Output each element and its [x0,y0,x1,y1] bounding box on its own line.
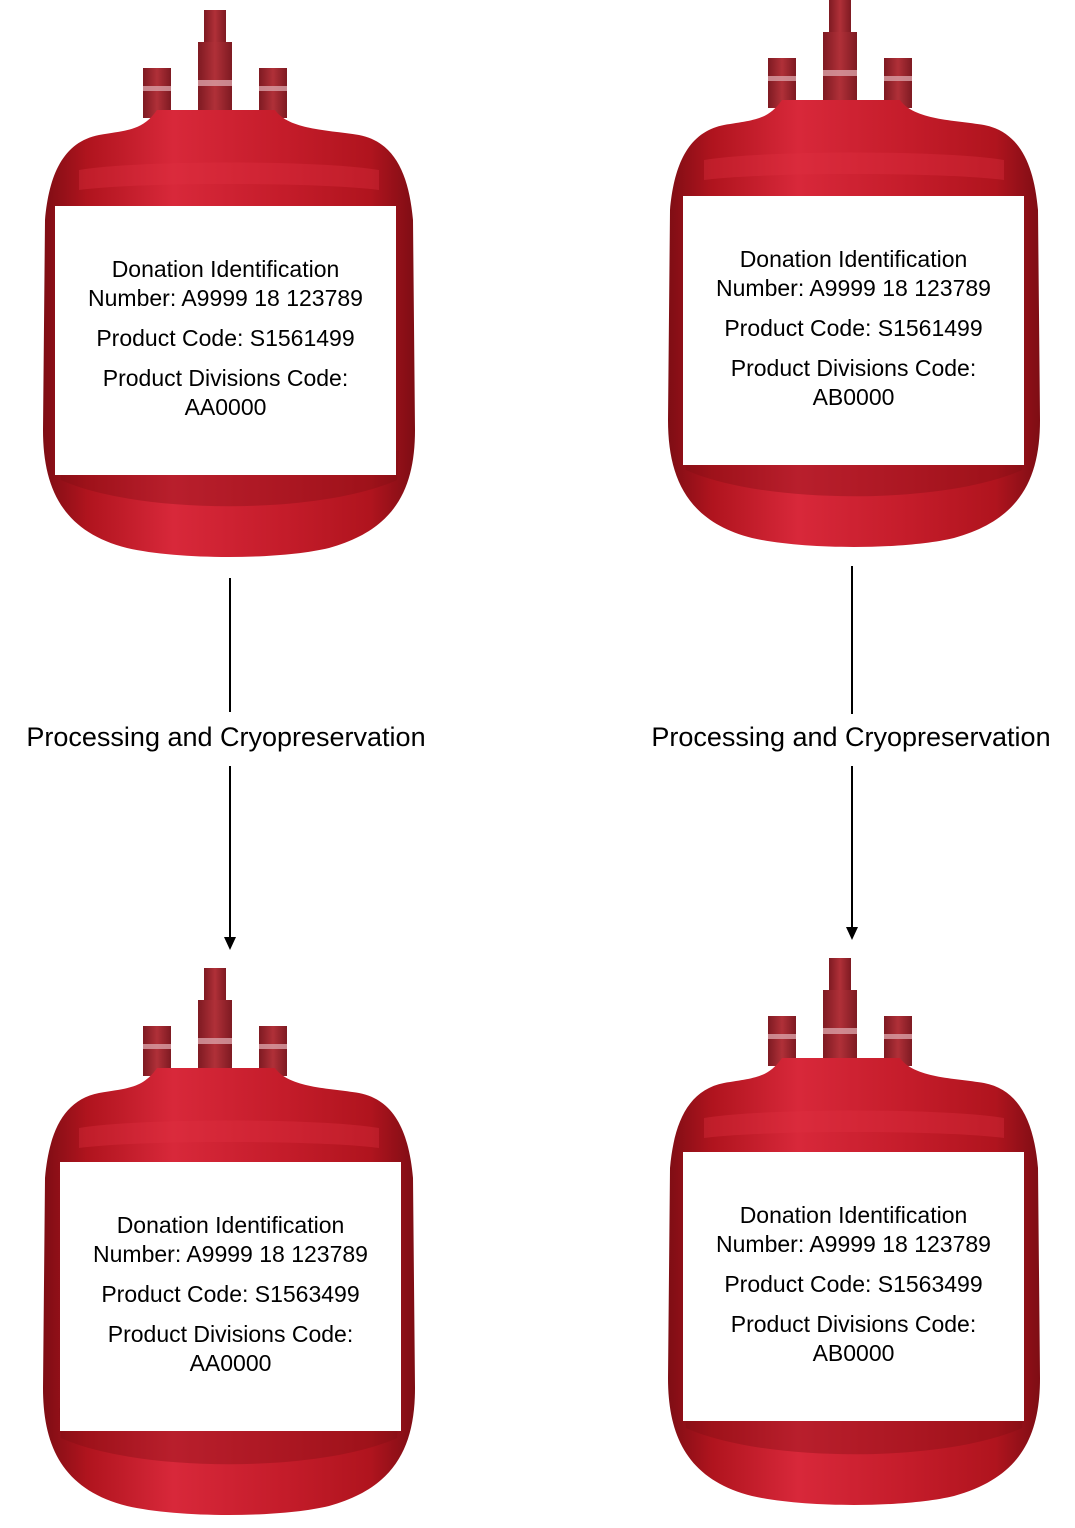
blood-bag-top-right: Donation Identification Number: A9999 18… [664,0,1044,550]
product-code: Product Code: S1561499 [96,325,355,351]
product-code: Product Code: S1563499 [101,1281,360,1307]
product-code: Product Code: S1563499 [724,1271,983,1297]
divisions-code-line1: Product Divisions Code: [730,355,977,381]
blood-bag-bottom-right: Donation Identification Number: A9999 18… [664,958,1044,1508]
bag-label: Donation Identification Number: A9999 18… [60,1162,401,1431]
donation-id-line2: Number: A9999 18 123789 [716,1231,991,1257]
blood-bag-bottom-left: Donation Identification Number: A9999 18… [39,968,419,1518]
product-code: Product Code: S1561499 [724,315,983,341]
divisions-code-line2: AB0000 [812,1340,895,1366]
donation-id-line1: Donation Identification [739,1202,968,1228]
donation-id-line1: Donation Identification [111,256,340,282]
donation-id-line2: Number: A9999 18 123789 [716,275,991,301]
bag-label: Donation Identification Number: A9999 18… [683,196,1024,465]
donation-id-line2: Number: A9999 18 123789 [88,285,363,311]
divisions-code-line2: AA0000 [184,394,267,420]
divisions-code-line2: AB0000 [812,384,895,410]
process-line-lower-right [851,766,853,928]
divisions-code-line1: Product Divisions Code: [107,1321,354,1347]
process-label-right: Processing and Cryopreservation [651,722,1051,752]
divisions-code-line1: Product Divisions Code: [102,365,349,391]
donation-id-line1: Donation Identification [739,246,968,272]
donation-id-line1: Donation Identification [116,1212,345,1238]
process-label-left: Processing and Cryopreservation [26,722,426,752]
process-line-upper-left [229,578,231,712]
bag-label: Donation Identification Number: A9999 18… [683,1152,1024,1421]
divisions-code-line2: AA0000 [189,1350,272,1376]
process-line-upper-right [851,566,853,714]
bag-label: Donation Identification Number: A9999 18… [55,206,396,475]
donation-id-line2: Number: A9999 18 123789 [93,1241,368,1267]
process-line-lower-left [229,766,231,938]
arrowhead-right [846,927,858,940]
arrowhead-left [224,937,236,950]
blood-bag-top-left: Donation Identification Number: A9999 18… [39,10,419,560]
divisions-code-line1: Product Divisions Code: [730,1311,977,1337]
